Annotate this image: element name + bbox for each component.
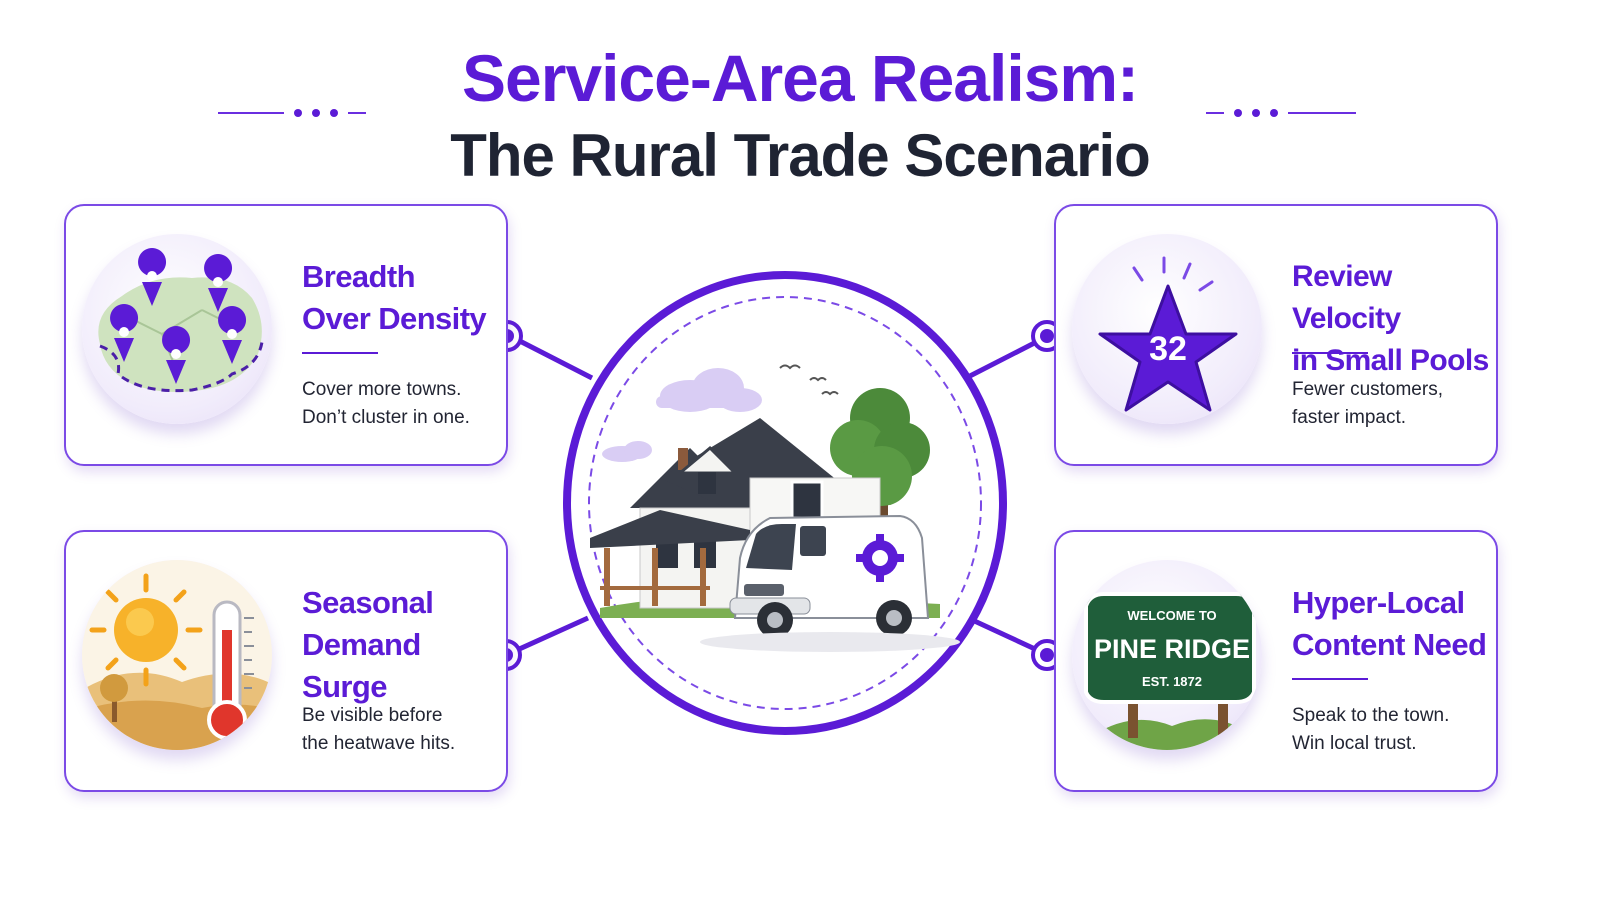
card-medallion [82,234,272,424]
map-pins-icon [98,248,264,393]
title-decoration-left [218,104,368,122]
card-title: Breadth Over Density [302,259,487,336]
sign-est-text: EST. 1872 [1142,674,1202,689]
center-illustration [560,268,1010,738]
card-hyper-local-content: WELCOME TO PINE RIDGE EST. 1872 Hyper-Lo… [1054,530,1498,792]
star-icon: 32 [1098,256,1238,412]
card-medallion: 32 [1072,234,1262,424]
sign-town-name: PINE RIDGE [1094,634,1250,664]
title-decoration-right [1206,104,1356,122]
page-title: Service-Area Realism: [461,41,1139,115]
page-header: Service-Area Realism: The Rural Trade Sc… [0,38,1600,194]
card-medallion [82,560,272,750]
card-divider [1292,678,1368,680]
card-breadth-over-density: Breadth Over Density Cover more towns. D… [64,204,508,466]
card-description: Speak to the town. Win local trust. [1292,705,1450,754]
card-review-velocity: 32 Review Velocity in Small Pools Fewer … [1054,204,1498,466]
card-medallion: WELCOME TO PINE RIDGE EST. 1872 [1072,560,1262,750]
house-van-icon [563,271,1007,735]
card-seasonal-demand-surge: Seasonal Demand Surge Be visible before … [64,530,508,792]
page-subtitle: The Rural Trade Scenario [450,122,1151,189]
card-description: Cover more towns. Don’t cluster in one. [302,379,470,428]
card-title: Review Velocity in Small Pools [1292,260,1489,377]
star-count: 32 [1149,330,1187,368]
sun-thermometer-icon [82,560,272,750]
card-description: Fewer customers, faster impact. [1292,379,1443,428]
card-divider [1292,352,1368,354]
town-sign-icon: WELCOME TO PINE RIDGE EST. 1872 [1084,592,1256,750]
card-title: Hyper-Local Content Need [1292,585,1487,662]
card-title: Seasonal Demand Surge [302,585,434,704]
card-description: Be visible before the heatwave hits. [302,705,456,754]
card-divider [302,352,378,354]
sign-welcome-text: WELCOME TO [1127,608,1216,623]
